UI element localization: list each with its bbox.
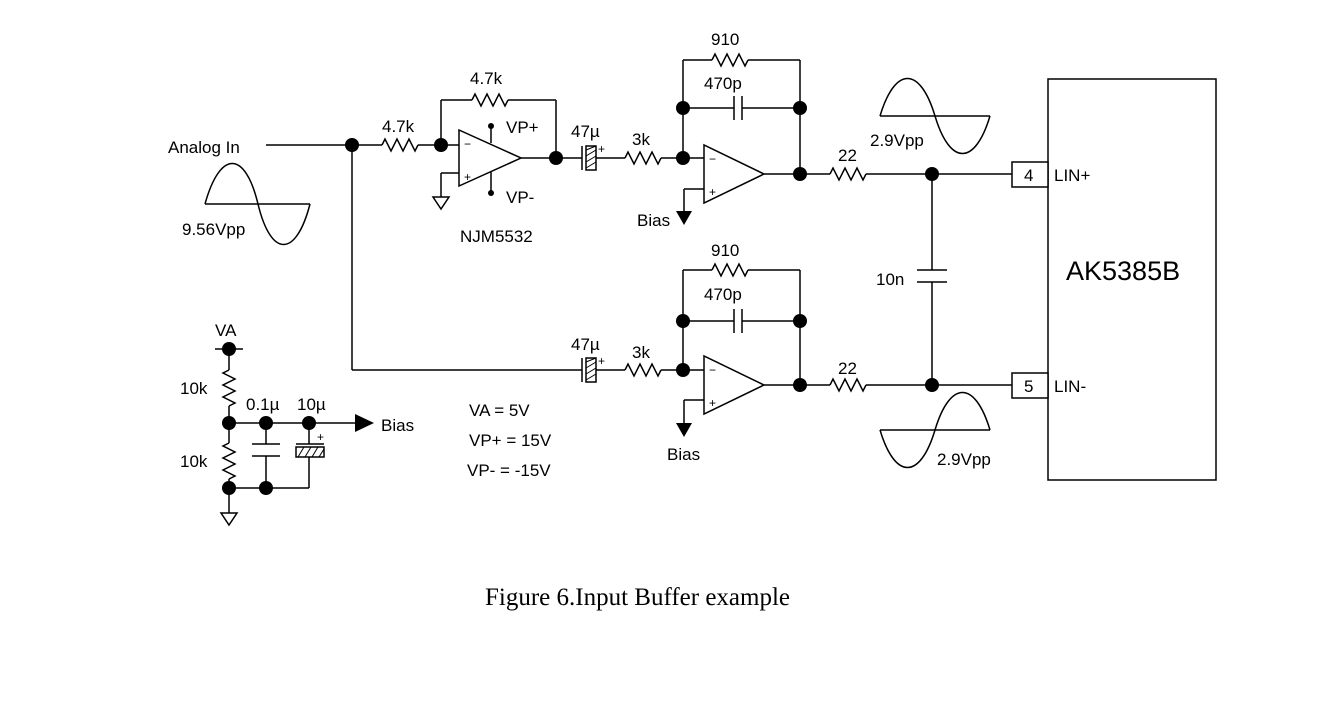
r10k-top-resistor bbox=[221, 369, 237, 407]
svg-text:−: − bbox=[709, 363, 716, 377]
r910-bottom-resistor bbox=[711, 262, 749, 278]
c10u-label: 10µ bbox=[297, 395, 326, 414]
r-fb1-resistor bbox=[471, 92, 509, 108]
r3k-bottom-resistor bbox=[624, 362, 662, 378]
analog-in-label: Analog In bbox=[168, 138, 240, 157]
r3k-bottom-label: 3k bbox=[632, 343, 650, 362]
r3k-top-label: 3k bbox=[632, 130, 650, 149]
r910-bottom-label: 910 bbox=[711, 241, 739, 260]
pin4-label: 4 bbox=[1024, 166, 1033, 185]
svg-text:+: + bbox=[317, 430, 324, 444]
r22-bottom-label: 22 bbox=[838, 359, 857, 378]
r-in-label: 4.7k bbox=[382, 117, 415, 136]
ground-symbol-bias bbox=[219, 512, 239, 527]
r3k-top-resistor bbox=[624, 150, 662, 166]
vp-plus-label: VP+ bbox=[506, 118, 539, 137]
r10k-bottom-label: 10k bbox=[180, 452, 208, 471]
opamp2-top: − + bbox=[703, 143, 766, 205]
output-waveform-bottom bbox=[879, 391, 991, 469]
pin5-box bbox=[1011, 372, 1049, 399]
svg-text:+: + bbox=[464, 170, 471, 184]
svg-text:+: + bbox=[598, 354, 605, 368]
r22-top-resistor bbox=[829, 166, 867, 182]
ak5385b-chip bbox=[1047, 78, 1217, 481]
pin5-label: 5 bbox=[1024, 377, 1033, 396]
r10k-bottom-resistor bbox=[221, 442, 237, 480]
r10k-top-label: 10k bbox=[180, 379, 208, 398]
out-vpp-bottom-label: 2.9Vpp bbox=[937, 450, 991, 469]
note-va: VA = 5V bbox=[469, 401, 530, 420]
note-vp-plus: VP+ = 15V bbox=[469, 431, 552, 450]
svg-text:−: − bbox=[464, 137, 471, 151]
lin-plus-label: LIN+ bbox=[1054, 166, 1090, 185]
c470p-bottom-label: 470p bbox=[704, 285, 742, 304]
output-waveform-top bbox=[879, 77, 991, 155]
va-label: VA bbox=[215, 321, 237, 340]
r-fb1-label: 4.7k bbox=[470, 69, 503, 88]
bias-top-label: Bias bbox=[637, 211, 670, 230]
out-vpp-top-label: 2.9Vpp bbox=[870, 131, 924, 150]
r22-top-label: 22 bbox=[838, 146, 857, 165]
ground-symbol bbox=[431, 196, 451, 211]
svg-text:+: + bbox=[709, 396, 716, 410]
opamp1-part-label: NJM5532 bbox=[460, 227, 533, 246]
c10u-electrolytic bbox=[295, 446, 325, 458]
bias-arrow-bottom bbox=[676, 423, 692, 437]
svg-text:+: + bbox=[598, 142, 605, 156]
svg-text:+: + bbox=[709, 185, 716, 199]
pin4-box bbox=[1011, 161, 1049, 188]
r-in-resistor bbox=[381, 137, 419, 153]
r910-top-label: 910 bbox=[711, 30, 739, 49]
note-vp-minus: VP- = -15V bbox=[467, 461, 551, 480]
svg-text:−: − bbox=[709, 152, 716, 166]
cap-bottom-label: 47µ bbox=[571, 335, 600, 354]
c10n-label: 10n bbox=[876, 270, 904, 289]
c01u-label: 0.1µ bbox=[246, 395, 280, 414]
bias-arrow-top bbox=[676, 211, 692, 225]
chip-name-label: AK5385B bbox=[1066, 256, 1180, 286]
figure-caption: Figure 6.Input Buffer example bbox=[485, 584, 790, 611]
c470p-top-label: 470p bbox=[704, 74, 742, 93]
r22-bottom-resistor bbox=[829, 377, 867, 393]
bias-out-label: Bias bbox=[381, 416, 414, 435]
opamp2-bottom: − + bbox=[703, 354, 766, 416]
r910-top-resistor bbox=[711, 52, 749, 68]
input-vpp-label: 9.56Vpp bbox=[182, 220, 245, 239]
input-waveform bbox=[204, 162, 311, 246]
lin-minus-label: LIN- bbox=[1054, 377, 1086, 396]
cap-top-label: 47µ bbox=[571, 122, 600, 141]
vp-minus-label: VP- bbox=[506, 188, 534, 207]
bias-bottom-label: Bias bbox=[667, 445, 700, 464]
bias-out-arrow bbox=[355, 414, 374, 432]
opamp1: − + bbox=[458, 128, 523, 188]
